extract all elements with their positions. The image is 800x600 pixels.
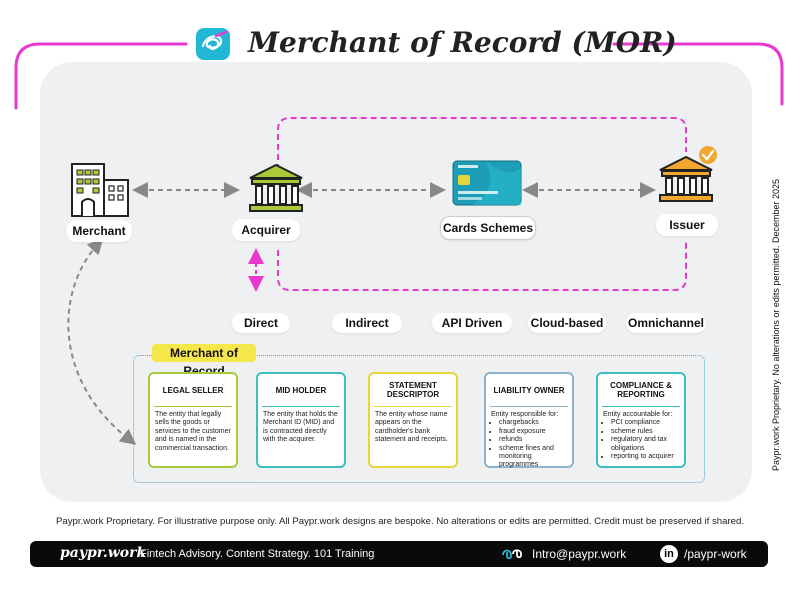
card-mid-holder: MID HOLDER The entity that holds the Mer… [256,372,346,468]
page-title: Merchant of Record (MOR) [248,26,677,59]
channel-omnichannel: Omnichannel [626,313,706,333]
node-acquirer: Acquirer [232,219,300,241]
mor-tag: Merchant of Record [152,344,256,378]
channel-direct: Direct [232,313,290,333]
bullet-item: scheme rules [611,428,679,436]
paypr-scribble-icon [196,28,230,60]
card-description: The entity whose name appears on the car… [375,411,448,444]
channel-indirect: Indirect [332,313,402,333]
card-description: Entity responsible for: chargebacks frau… [486,407,572,474]
footer-tagline: Fintech Advisory. Content Strategy. 101 … [140,548,375,560]
card-intro: Entity responsible for: [491,411,559,418]
card-title: MID HOLDER [262,374,340,407]
card-legal-seller: LEGAL SELLER The entity that legally sel… [148,372,238,468]
bullet-item: regulatory and tax obligations [611,436,679,453]
card-statement-descriptor: STATEMENT DESCRIPTOR The entity whose na… [368,372,458,468]
node-issuer: Issuer [656,214,718,236]
bullet-item: reporting to acquirer [611,453,679,461]
paperclip-icon [502,549,522,560]
issuer-bank-icon [659,146,717,202]
footer-linkedin-link[interactable]: /paypr-work [684,547,747,561]
card-title: STATEMENT DESCRIPTOR [374,374,452,407]
sidebar-note: Paypr.work Proprietary. No alterations o… [771,179,781,471]
bullet-item: fraud exposure [499,428,567,436]
card-title: LIABILITY OWNER [490,374,568,407]
node-card-schemes: Cards Schemes [440,216,536,240]
card-bullets: chargebacks fraud exposure refunds schem… [491,419,567,469]
bullet-item: PCI compliance [611,419,679,427]
channel-cloud-based: Cloud-based [528,313,606,333]
channel-api-driven: API Driven [432,313,512,333]
bullet-item: scheme fines and monitoring programmes [499,445,567,470]
connectors [67,117,687,445]
footer-brand: paypr.work [60,545,147,561]
card-description: The entity that legally sells the goods … [155,411,231,452]
credit-card-icon [452,160,522,206]
card-bullets: PCI compliance scheme rules regulatory a… [603,419,679,461]
node-merchant: Merchant [66,220,132,242]
bank-icon [249,163,303,212]
card-liability-owner: LIABILITY OWNER Entity responsible for: … [484,372,574,468]
card-title: LEGAL SELLER [154,374,232,407]
linkedin-icon: in [660,545,678,563]
footnote: Paypr.work Proprietary. For illustrative… [55,516,745,527]
building-icon [71,163,129,217]
card-description: The entity that holds the Merchant ID (M… [263,411,338,444]
mor-container [133,355,705,483]
sidebar-note-container: Paypr.work Proprietary. No alterations o… [766,170,786,490]
card-compliance-reporting: COMPLIANCE & REPORTING Entity accountabl… [596,372,686,468]
bullet-item: chargebacks [499,419,567,427]
footer-email-link[interactable]: Intro@paypr.work [532,547,627,561]
card-title: COMPLIANCE & REPORTING [602,374,680,407]
footer-bar: paypr.work Fintech Advisory. Content Str… [30,541,768,567]
bullet-item: refunds [499,436,567,444]
card-description: Entity accountable for: PCI compliance s… [598,407,684,465]
card-intro: Entity accountable for: [603,411,673,418]
header-decoration [14,42,784,110]
